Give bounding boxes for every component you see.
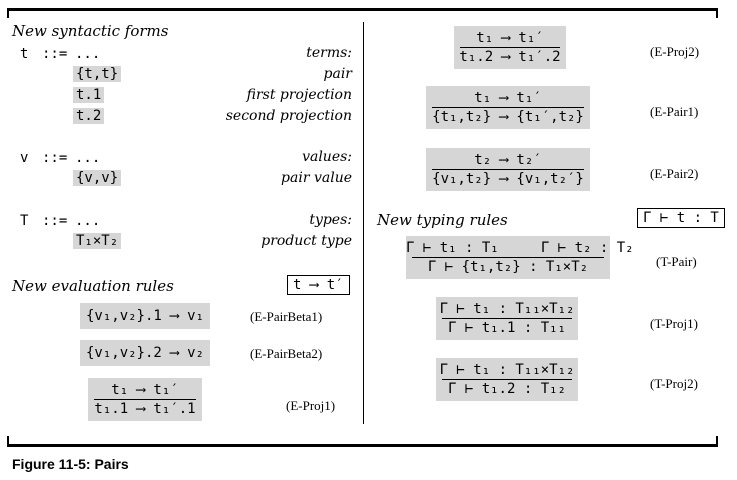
type-label-product: product type <box>261 233 352 249</box>
eval-judgment-box: t ⟶ t′ <box>287 275 350 295</box>
rule-e-pairbeta2: {v₁,v₂}.2 ⟶ v₂ <box>80 340 210 366</box>
types-dots: ... <box>75 213 101 229</box>
rule-e-pair1: t₁ ⟶ t₁′ {t₁,t₂} ⟶ {t₁′,t₂} <box>426 86 590 129</box>
rule-name-e-pairbeta1: (E-PairBeta1) <box>250 309 323 324</box>
bottom-right-tick <box>716 436 718 446</box>
typing-judgment-box: Γ ⊢ t : T <box>637 208 725 228</box>
rule-name-t-pair: (T-Pair) <box>656 254 697 269</box>
type-form-product: T₁×T₂ <box>73 233 122 249</box>
values-meta: v <box>20 150 29 166</box>
top-rule <box>7 8 718 11</box>
rule-t-proj1: Γ ⊢ t₁ : T₁₁×T₁₂ Γ ⊢ t₁.1 : T₁₁ <box>436 297 578 340</box>
term-form-proj1: t.1 <box>73 87 105 103</box>
syntax-heading: New syntactic forms <box>12 22 169 40</box>
rule-name-e-pair2: (E-Pair2) <box>650 166 699 181</box>
rule-premise: t₁ ⟶ t₁′ <box>111 382 179 398</box>
rule-premise: t₂ ⟶ t₂′ <box>474 152 542 168</box>
rule-name-t-proj1: (T-Proj1) <box>650 316 698 331</box>
values-label: values: <box>302 149 352 165</box>
rule-conclusion: {v₁,v₂}.2 ⟶ v₂ <box>85 345 204 361</box>
rule-t-pair: Γ ⊢ t₁ : T₁ Γ ⊢ t₂ : T₂ Γ ⊢ {t₁,t₂} : T₁… <box>406 236 634 279</box>
bottom-left-tick <box>7 436 9 446</box>
rule-e-pairbeta1: {v₁,v₂}.1 ⟶ v₁ <box>80 303 210 329</box>
term-label-pair: pair <box>323 66 352 82</box>
term-label-proj1: first projection <box>246 87 352 103</box>
values-defs: ::= <box>42 150 68 166</box>
rule-e-proj1: t₁ ⟶ t₁′ t₁.1 ⟶ t₁′.1 <box>88 378 202 421</box>
rule-conclusion: {t₁,t₂} ⟶ {t₁′,t₂} <box>432 109 584 125</box>
typing-heading: New typing rules <box>377 211 508 229</box>
rule-name-t-proj2: (T-Proj2) <box>650 376 698 391</box>
eval-heading: New evaluation rules <box>12 277 174 295</box>
rule-bar <box>432 169 584 170</box>
rule-premise: Γ ⊢ t₁ : T₁₁×T₁₂ <box>439 301 575 317</box>
types-defs: ::= <box>42 213 68 229</box>
rule-bar <box>460 47 560 48</box>
rule-e-pair2: t₂ ⟶ t₂′ {v₁,t₂} ⟶ {v₁,t₂′} <box>426 148 590 191</box>
term-label-proj2: second projection <box>225 108 352 124</box>
terms-defs: ::= <box>42 46 68 62</box>
term-form-pair: {t,t} <box>73 66 122 82</box>
rule-bar <box>94 399 196 400</box>
rule-premise: Γ ⊢ t₁ : T₁₁×T₁₂ <box>439 362 575 378</box>
rule-name-e-pairbeta2: (E-PairBeta2) <box>250 346 323 361</box>
rule-conclusion: {v₁,v₂}.1 ⟶ v₁ <box>85 308 204 324</box>
rule-premise: Γ ⊢ t₁ : T₁ Γ ⊢ t₂ : T₂ <box>406 240 634 256</box>
rule-t-proj2: Γ ⊢ t₁ : T₁₁×T₁₂ Γ ⊢ t₁.2 : T₁₂ <box>436 358 578 401</box>
rule-bar <box>412 257 604 258</box>
rule-bar <box>442 379 572 380</box>
rule-bar <box>432 107 584 108</box>
values-dots: ... <box>75 150 101 166</box>
terms-dots: ... <box>75 46 101 62</box>
rule-name-e-pair1: (E-Pair1) <box>650 104 699 119</box>
bottom-rule <box>7 444 718 447</box>
rule-bar <box>442 318 572 319</box>
rule-conclusion: {v₁,t₂} ⟶ {v₁,t₂′} <box>432 171 584 187</box>
column-divider <box>363 22 364 424</box>
rule-name-e-proj1: (E-Proj1) <box>286 398 336 413</box>
types-meta: T <box>20 213 29 229</box>
rule-conclusion: t₁.1 ⟶ t₁′.1 <box>94 401 196 417</box>
rule-premise: t₁ ⟶ t₁′ <box>474 90 542 106</box>
rule-premise: t₁ ⟶ t₁′ <box>476 30 544 46</box>
term-form-proj2: t.2 <box>73 108 105 124</box>
rule-conclusion: Γ ⊢ {t₁,t₂} : T₁×T₂ <box>427 259 589 275</box>
rule-conclusion: Γ ⊢ t₁.1 : T₁₁ <box>447 320 566 336</box>
terms-meta: t <box>20 46 29 62</box>
rule-conclusion: t₁.2 ⟶ t₁′.2 <box>459 49 561 65</box>
top-right-tick <box>716 8 718 18</box>
rule-e-proj2: t₁ ⟶ t₁′ t₁.2 ⟶ t₁′.2 <box>454 26 566 69</box>
rule-conclusion: Γ ⊢ t₁.2 : T₁₂ <box>447 381 566 397</box>
rule-name-e-proj2: (E-Proj2) <box>650 44 700 59</box>
value-form-pair: {v,v} <box>73 170 122 186</box>
top-left-tick <box>7 8 9 18</box>
value-label-pair: pair value <box>281 170 352 186</box>
terms-label: terms: <box>306 45 352 61</box>
figure-caption: Figure 11-5: Pairs <box>12 456 129 472</box>
types-label: types: <box>309 212 352 228</box>
